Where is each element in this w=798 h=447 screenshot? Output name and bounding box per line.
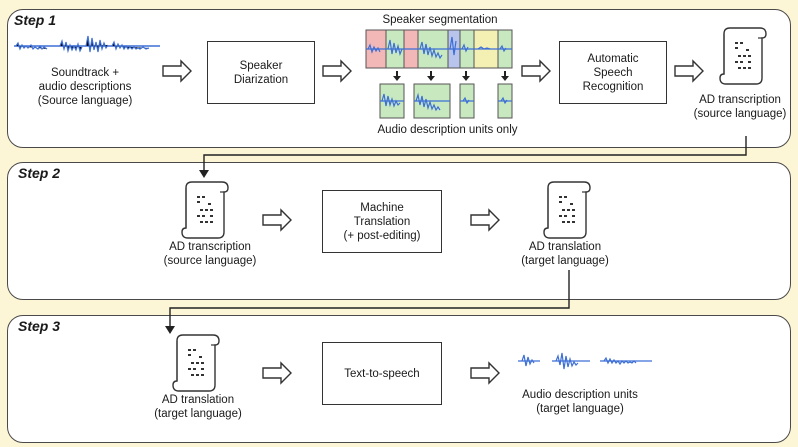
connector-step1-step2 [203,136,747,174]
segment-down-arrow [501,71,509,81]
ad-transcription-icon [719,27,767,85]
connector-arrowhead [199,170,209,178]
machine-translation-box: Machine Translation (+ post-editing) [322,190,442,253]
step2-input-scroll-icon [181,181,229,239]
soundtrack-label: Soundtrack + audio descriptions (Source … [37,67,133,107]
arrow-from-tts [470,362,500,384]
speaker-segmentation-label: Speaker segmentation [382,14,498,26]
step2-output-scroll-icon [543,181,591,239]
step2-title: Step 2 [18,165,61,181]
segment-down-arrow [462,71,470,81]
text-to-speech-box: Text-to-speech [322,342,442,405]
arrow-from-mt [470,209,500,231]
step3-input-label: AD translation (target language) [154,394,242,420]
step1-title: Step 1 [14,12,57,28]
connector-step2-step3 [169,270,570,330]
arrow-to-asr [521,60,551,82]
connector-arrowhead [165,326,175,334]
segment-down-arrow [427,71,435,81]
asr-box: Automatic Speech Recognition [559,41,667,104]
step3-input-scroll-icon [172,334,220,392]
step3-output-label: Audio description units (target language… [522,389,638,415]
speaker-segmentation-strip [365,29,513,69]
arrow-to-transcription [674,60,704,82]
segment-down-arrow [393,71,401,81]
output-audio-waveform [518,352,652,370]
arrow-to-mt [262,209,292,231]
step2-output-label: AD translation (target language) [521,241,609,267]
arrow-to-diarization [162,60,192,82]
arrow-to-segmentation [322,60,352,82]
step2-input-label: AD transcription (source language) [163,241,257,267]
soundtrack-waveform [14,35,160,54]
ad-units-label: Audio description units only [377,124,518,136]
arrow-to-tts [262,362,292,384]
step3-title: Step 3 [18,318,61,334]
speaker-diarization-box: Speaker Diarization [207,41,315,104]
ad-units-strip [379,83,513,119]
ad-transcription-output-label: AD transcription (source language) [693,94,787,120]
